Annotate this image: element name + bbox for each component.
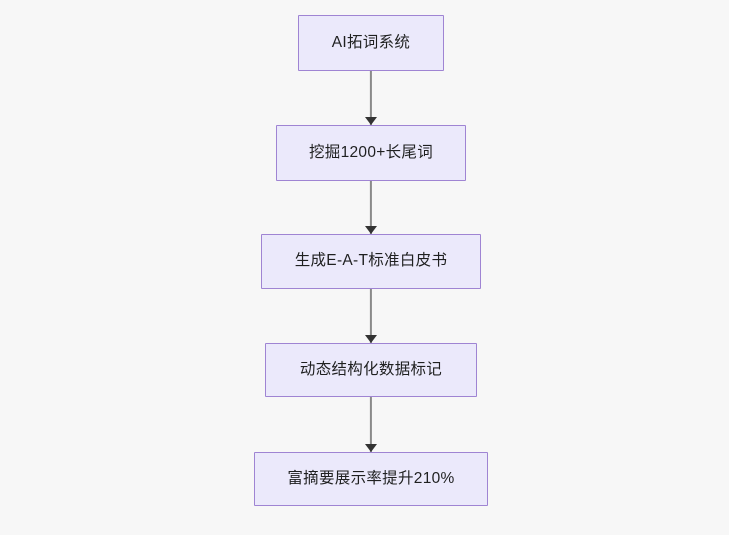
connector-line [369, 397, 373, 452]
connector-line [369, 181, 373, 234]
node-label: 动态结构化数据标记 [299, 360, 443, 378]
flowchart-node-ai-keyword-system[interactable]: AI拓词系统 [298, 15, 444, 71]
flowchart-node-eat-whitepaper[interactable]: 生成E-A-T标准白皮书 [261, 234, 481, 289]
arrowhead-icon [365, 335, 377, 343]
arrowhead-icon [365, 444, 377, 452]
connector-line [369, 289, 373, 343]
arrowhead-icon [365, 226, 377, 234]
node-label: 挖掘1200+长尾词 [308, 143, 434, 161]
flowchart-node-structured-data-markup[interactable]: 动态结构化数据标记 [265, 343, 477, 397]
flowchart-node-rich-snippet-result[interactable]: 富摘要展示率提升210% [254, 452, 488, 506]
flowchart-node-longtail-mining[interactable]: 挖掘1200+长尾词 [276, 125, 466, 181]
node-label: 富摘要展示率提升210% [287, 469, 455, 487]
connector-line [369, 71, 373, 125]
arrowhead-icon [365, 117, 377, 125]
node-label: AI拓词系统 [331, 33, 411, 51]
node-label: 生成E-A-T标准白皮书 [294, 252, 448, 270]
